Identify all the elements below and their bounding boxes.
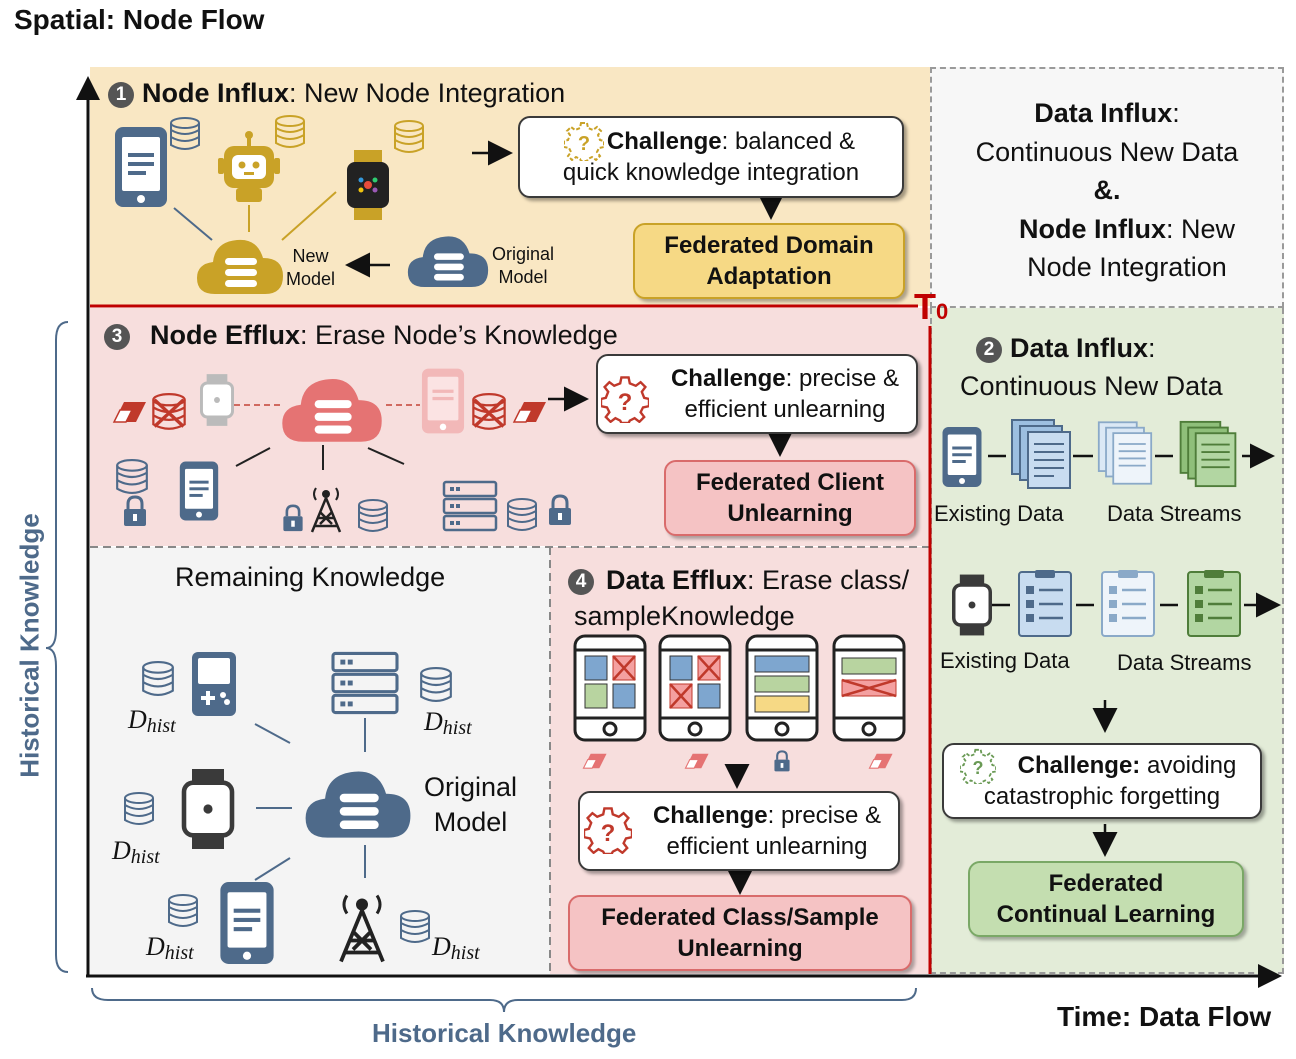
database-icon [420,667,452,702]
combined-influx-text: Data Influx: Continuous New Data &. Node… [975,98,1239,283]
dhist-label: Dhist [432,932,480,964]
t0-label: T0 [914,286,949,327]
deleted-database-icon [152,393,186,430]
remaining-knowledge-title: Remaining Knowledge [175,562,446,592]
server-icon [442,480,498,532]
original-model-cloud-icon [407,236,489,287]
eraser-icon [112,402,146,423]
original-model-cloud-icon [305,771,411,838]
game-console-icon [192,652,236,716]
phone-samples-icon [745,634,819,742]
existing-data-label: Existing Data [940,648,1070,673]
phone-classes-icon [658,634,732,742]
phone-samples-icon [832,634,906,742]
data-influx-challenge-box: Challenge: avoiding catastrophic forgett… [942,743,1262,819]
dhist-label: Dhist [424,707,472,739]
database-icon [116,459,148,494]
database-icon [400,910,430,943]
eraser-icon [582,753,607,769]
smartwatch-faded-icon [200,374,234,426]
remaining-knowledge-panel [90,547,550,974]
node-influx-challenge-box: Challenge: balanced & quick knowledge in… [518,116,904,198]
eraser-icon [684,753,709,769]
database-icon [168,894,198,927]
gear-question-icon: ? [601,376,649,423]
forms-icon [1101,570,1155,637]
database-icon [124,792,154,825]
phone-icon [179,461,219,521]
y-axis-title: Spatial: Node Flow [14,4,265,35]
dhist-label: Dhist [146,932,194,964]
database-icon [507,498,537,531]
gear-question-icon: ? [584,807,632,854]
efflux-cloud-icon [282,379,382,442]
svg-text:?: ? [618,389,633,416]
forms-icon [1018,570,1072,637]
data-streams-label: Data Streams [1117,650,1252,675]
smartwatch-icon [952,574,992,636]
combined-influx-panel [930,67,1284,308]
phone-faded-icon [421,368,465,434]
dhist-label: Dhist [112,836,160,868]
lock-icon [283,504,303,532]
smartwatch-icon [181,769,235,849]
node-efflux-challenge-box: Challenge: precise & efficient unlearnin… [596,354,918,434]
data-streams-label: Data Streams [1107,501,1242,526]
left-brace-label: Historical Knowledge [14,513,45,778]
phone-icon [115,127,167,207]
server-icon [331,651,399,715]
svg-text:?: ? [601,820,616,847]
smartwatch-icon [347,150,389,220]
robot-icon [218,131,280,202]
database-icon [394,120,424,153]
phone-icon [942,427,982,487]
existing-data-label: Existing Data [934,501,1064,526]
phone-classes-icon [573,634,647,742]
cell-tower-icon [310,487,342,533]
database-icon [142,661,174,696]
cell-tower-icon [339,894,385,963]
bottom-brace-label: Historical Knowledge [372,1018,637,1048]
new-model-cloud-icon [197,239,283,294]
svg-text:?: ? [578,133,590,155]
gear-question-icon: ? [564,122,604,161]
lock-icon [124,495,146,526]
lock-icon [549,494,571,525]
database-icon [170,117,200,150]
database-icon [358,499,388,532]
documents-icon [1097,421,1153,485]
eraser-icon [512,402,546,423]
documents-icon [1011,419,1071,489]
phone-icon [220,882,274,964]
lock-icon [774,750,790,772]
eraser-icon [868,753,893,769]
x-axis-title: Time: Data Flow [1057,1001,1272,1032]
deleted-database-icon [472,393,506,430]
gear-question-icon: ? [960,748,996,784]
documents-icon [1179,420,1237,488]
dhist-label: Dhist [128,705,176,737]
database-icon [275,115,305,148]
forms-icon [1187,570,1241,637]
svg-text:?: ? [973,758,984,778]
